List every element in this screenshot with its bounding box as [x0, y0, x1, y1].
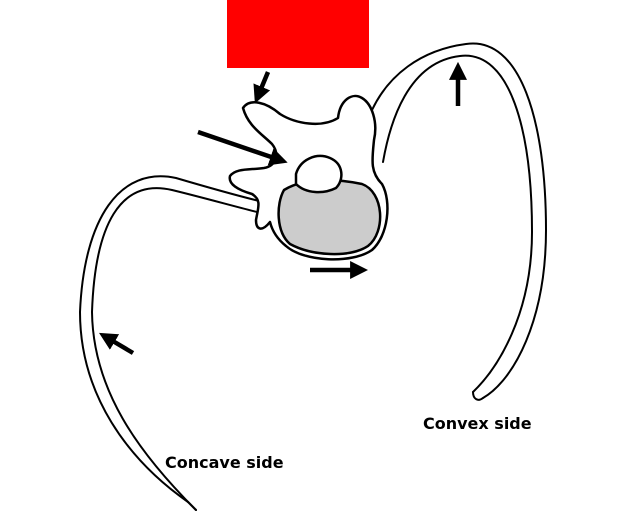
arrow-right-down-icon — [197, 129, 288, 166]
convex-side-label: Convex side — [423, 414, 532, 433]
concave-side-label: Concave side — [165, 453, 284, 472]
vertebra — [228, 94, 389, 261]
concave-rib — [79, 175, 273, 511]
arrow-down-icon — [253, 71, 271, 104]
arrow-up-left-icon — [99, 332, 135, 355]
red-redaction-box — [227, 0, 369, 68]
arrows — [99, 61, 467, 355]
convex-rib — [371, 42, 547, 401]
spinal-canal — [294, 154, 343, 194]
